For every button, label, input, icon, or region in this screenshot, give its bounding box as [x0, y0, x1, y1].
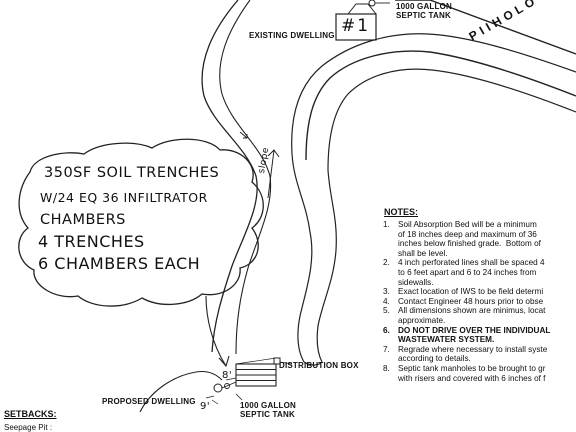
note-item: 4. Contact Engineer 48 hours prior to obs…: [383, 297, 576, 307]
slope-arrow: [267, 149, 280, 199]
note-line: Septic tank manholes to be brought to gr: [398, 363, 546, 373]
note-line: DO NOT DRIVE OVER THE INDIVIDUAL: [398, 325, 551, 335]
note-number: 1.: [383, 220, 390, 229]
note-line: 4 inch perforated lines shall be spaced …: [398, 258, 545, 268]
driveway-right-edge: [219, 0, 272, 355]
top-septic-tank-symbol: [368, 0, 376, 7]
note-item: 3. Exact location of IWS to be field dete…: [383, 287, 576, 297]
cloud-leader-arrow: [205, 295, 230, 368]
note-line: of 18 inches deep and maximum of 36: [398, 229, 537, 239]
tank-to-field-pipe: [221, 381, 237, 389]
cloud-note-line-2: W/24 EQ 36 INFILTRATOR: [40, 190, 208, 205]
note-number: 3.: [383, 287, 390, 297]
notes-title: NOTES:: [384, 207, 419, 217]
setbacks-title: SETBACKS:: [4, 409, 57, 419]
existing-dwelling-label: EXISTING DWELLING: [249, 31, 335, 40]
cloud-note-line-1: 350SF SOIL TRENCHES: [44, 165, 220, 181]
dimension-9-line: [205, 395, 219, 405]
driveway-left-edge: [201, 0, 258, 353]
note-line: approximate.: [398, 315, 446, 325]
dimension-8-line: [225, 377, 237, 381]
road-inner-edge: [327, 68, 576, 171]
note-number: 8.: [383, 363, 390, 373]
access-strip-left: [291, 153, 313, 363]
dimension-8-label: 8': [222, 370, 233, 381]
note-line: sidewalls.: [398, 277, 434, 287]
note-line: All dimensions shown are minimus, locat: [398, 306, 546, 316]
top-tank-label: 1000 GALLON SEPTIC TANK: [396, 2, 452, 20]
note-number: 4.: [383, 296, 390, 306]
note-line: Exact location of IWS to be field determ…: [398, 287, 544, 297]
bottom-tank-leader: [235, 393, 243, 401]
cloud-note-line-4: 4 TRENCHES: [38, 232, 145, 251]
note-line: Contact Engineer 48 hours prior to obse: [398, 296, 544, 306]
distribution-box-label: DISTRIBUTION BOX: [279, 361, 359, 370]
cloud-note-line-3: CHAMBERS: [40, 212, 126, 228]
note-line: Soil Absorption Bed will be a minimum: [398, 220, 537, 229]
note-line: to 6 feet apart and 6 to 24 inches from: [398, 267, 537, 277]
access-strip-right: [316, 169, 337, 363]
bottom-tank-label: 1000 GALLON SEPTIC TANK: [240, 401, 296, 419]
road-centerline: [291, 33, 576, 155]
distribution-box-symbol: [273, 357, 281, 365]
note-line: with risers and covered with 6 inches of…: [398, 373, 546, 383]
cloud-outline: [18, 138, 264, 307]
proposed-dwelling-curve: [139, 370, 223, 413]
road-edge-upper: [395, 0, 576, 55]
soil-trenches-block: [235, 357, 277, 387]
note-line: WASTEWATER SYSTEM.: [398, 335, 495, 345]
small-arrow-mark: [239, 131, 248, 139]
existing-house-outline: [335, 13, 377, 41]
note-number: 2.: [383, 258, 390, 268]
note-line: according to details.: [398, 354, 471, 364]
note-line: inches below finished grade. Bottom of: [398, 239, 541, 249]
note-line: Regrade where necessary to install syste: [398, 344, 548, 354]
note-number: 6.: [383, 325, 390, 335]
access-strip-end: [303, 361, 323, 366]
note-item: 2. 4 inch perforated lines shall be space…: [383, 258, 576, 287]
dbox-leader: [279, 361, 293, 365]
road-edge-lower: [305, 50, 576, 161]
note-line: shall be level.: [398, 248, 448, 258]
setbacks-seepage-pit: Seepage Pit :: [4, 423, 53, 432]
cloud-note-line-5: 6 CHAMBERS EACH: [38, 254, 201, 273]
note-item: 5. All dimensions shown are minimus, loca…: [383, 306, 576, 325]
note-item: 8. Septic tank manholes to be brought to …: [383, 364, 576, 383]
existing-house-roofline: [347, 3, 377, 15]
house-number-label: #1: [341, 16, 371, 36]
proposed-dwelling-label: PROPOSED DWELLING: [102, 397, 196, 406]
bottom-septic-tank-symbol: [213, 383, 223, 393]
dimension-9-label: 9': [200, 401, 211, 412]
note-number: 5.: [383, 306, 390, 316]
cleanout-symbol: [224, 383, 230, 389]
note-number: 7.: [383, 344, 390, 354]
note-item: 7. Regrade where necessary to install sys…: [383, 345, 576, 364]
